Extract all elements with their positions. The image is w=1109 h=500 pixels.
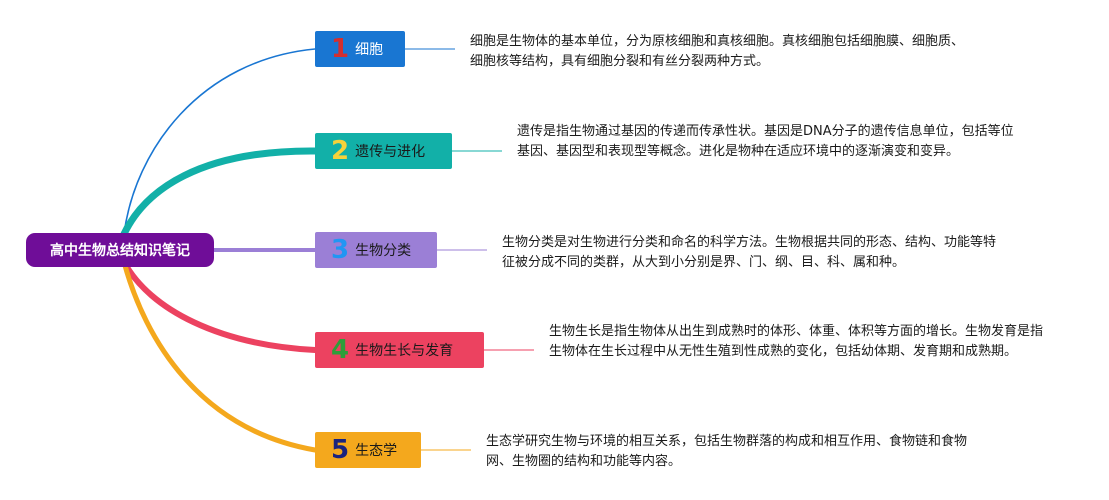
branch-title: 生态学: [355, 443, 398, 459]
root-topic-label: 高中生物总结知识笔记: [50, 243, 190, 259]
branch-connector: [120, 147, 319, 238]
branch-description-heredity-evolution: 遗传是指生物通过基因的传递而传承性状。基因是DNA分子的遗传信息单位，包括等位基…: [517, 124, 1014, 159]
branch-description-ecology: 生态学研究生物与环境的相互关系，包括生物群落的构成和相互作用、食物链和食物网、生…: [486, 434, 968, 469]
branch-description-growth-development: 生物生长是指生物体从出生到成熟时的体形、体重、体积等方面的增长。生物发育是指生物…: [549, 324, 1044, 359]
branch-description-cell: 细胞是生物体的基本单位，分为原核细胞和真核细胞。真核细胞包括细胞膜、细胞质、细胞…: [470, 34, 965, 69]
branch-node-heredity-evolution[interactable]: 2 遗传与进化: [315, 133, 452, 169]
branch-connector: [121, 259, 318, 453]
branch-number: 5: [331, 435, 350, 465]
branch-title: 细胞: [355, 42, 384, 58]
branch-node-classification[interactable]: 3 生物分类: [315, 232, 437, 268]
branch-number: 2: [331, 136, 350, 166]
branch-node-cell[interactable]: 1 细胞: [315, 31, 405, 67]
branch-number: 1: [331, 34, 350, 64]
branch-title: 遗传与进化: [355, 144, 426, 160]
branch-number: 4: [331, 335, 350, 365]
branch-node-ecology[interactable]: 5 生态学: [315, 432, 421, 468]
branch-title: 生物生长与发育: [355, 343, 454, 359]
branch-description-classification: 生物分类是对生物进行分类和命名的科学方法。生物根据共同的形态、结构、功能等特征被…: [502, 235, 997, 270]
branch-connector: [123, 48, 316, 235]
branch-number: 3: [331, 235, 350, 265]
branch-node-growth-development[interactable]: 4 生物生长与发育: [315, 332, 484, 368]
branch-title: 生物分类: [355, 243, 412, 259]
root-topic[interactable]: 高中生物总结知识笔记: [26, 233, 214, 267]
branch-connector: [121, 259, 318, 353]
